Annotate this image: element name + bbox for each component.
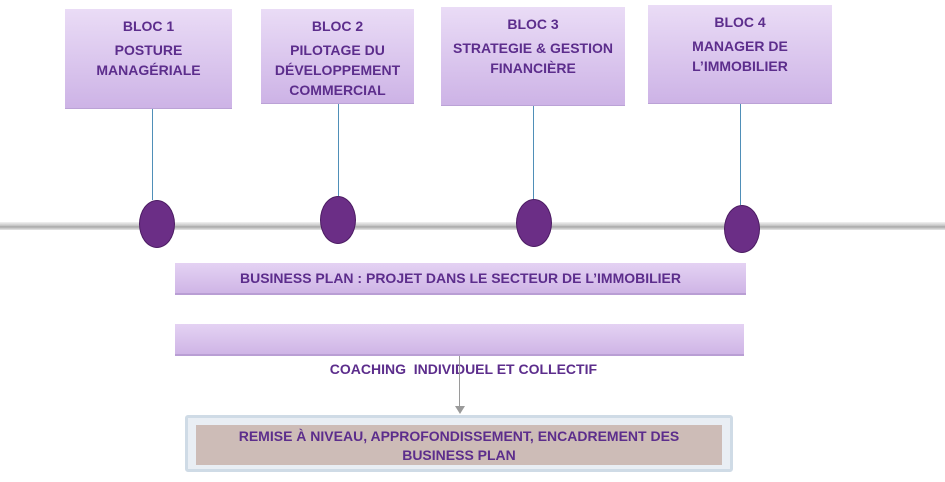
coaching-label: COACHING INDIVIDUEL ET COLLECTIF <box>329 361 598 377</box>
bloc-3-connector <box>533 106 534 199</box>
bloc-3-box: BLOC 3 STRATEGIE & GESTION FINANCIÈRE <box>441 7 625 106</box>
business-plan-label: BUSINESS PLAN : PROJET DANS LE SECTEUR D… <box>239 270 682 286</box>
bloc-2-connector <box>338 104 339 196</box>
bloc-3-node <box>516 199 552 247</box>
bloc-1-node <box>139 200 175 248</box>
arrow-line <box>459 356 460 408</box>
bloc-4-box: BLOC 4 MANAGER DE L’IMMOBILIER <box>648 5 832 104</box>
bloc-3-title: STRATEGIE & GESTION FINANCIÈRE <box>453 40 613 76</box>
timeline-line <box>0 222 945 230</box>
bloc-1-connector <box>152 109 153 200</box>
bloc-4-connector <box>740 104 741 205</box>
bloc-1-number: BLOC 1 <box>122 18 175 34</box>
remise-label: REMISE À NIVEAU, APPROFONDISSEMENT, ENCA… <box>196 425 722 465</box>
coaching-bar: COACHING INDIVIDUEL ET COLLECTIF <box>175 324 744 377</box>
bloc-2-number: BLOC 2 <box>311 18 364 34</box>
bloc-1-box: BLOC 1 POSTURE MANAGÉRIALE <box>65 9 232 109</box>
bloc-2-box: BLOC 2 PILOTAGE DU DÉVELOPPEMENT COMMERC… <box>261 9 414 104</box>
bloc-4-node <box>724 205 760 253</box>
bloc-2-node <box>320 196 356 244</box>
bloc-4-number: BLOC 4 <box>714 14 766 30</box>
remise-box: REMISE À NIVEAU, APPROFONDISSEMENT, ENCA… <box>185 415 733 472</box>
bloc-2-title: PILOTAGE DU DÉVELOPPEMENT COMMERCIAL <box>274 42 401 98</box>
arrow-down-icon <box>455 406 465 414</box>
business-plan-bar: BUSINESS PLAN : PROJET DANS LE SECTEUR D… <box>175 263 746 295</box>
bloc-1-title: POSTURE MANAGÉRIALE <box>96 42 201 78</box>
bloc-4-title: MANAGER DE L’IMMOBILIER <box>692 38 788 74</box>
bloc-3-number: BLOC 3 <box>507 16 559 32</box>
